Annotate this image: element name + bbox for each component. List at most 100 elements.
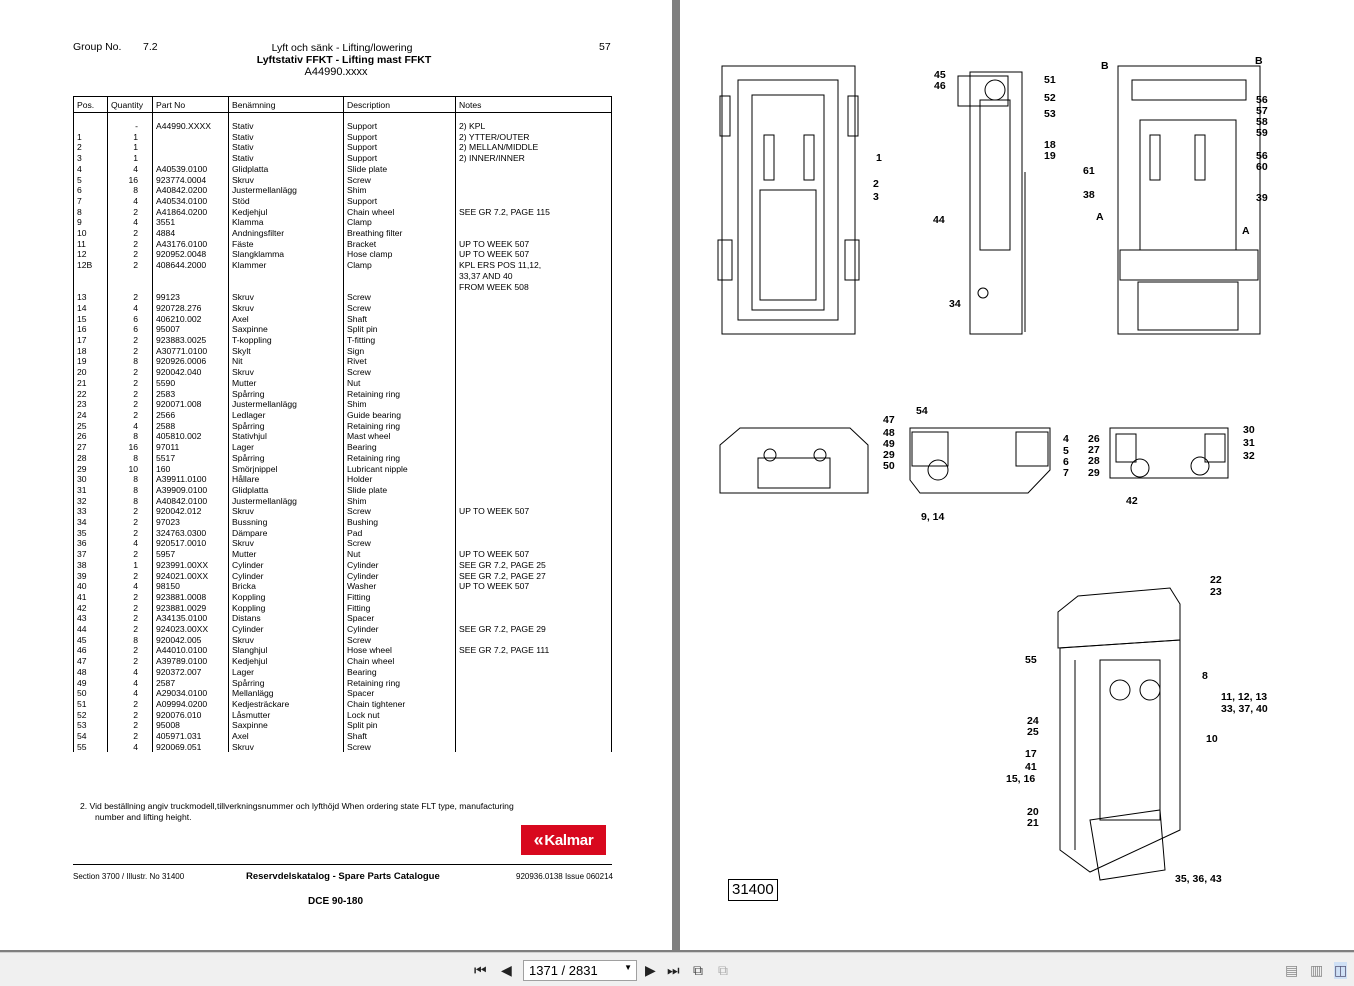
cell-pos: 11 — [73, 238, 108, 250]
cell-part-no: A41864.0200 — [152, 206, 229, 218]
title-line3: A44990.xxxx — [304, 66, 368, 78]
cell-description: Spacer — [343, 688, 456, 699]
last-page-button[interactable]: ⏭ — [667, 962, 680, 978]
cell-notes — [455, 517, 612, 528]
cell-quantity: 6 — [107, 324, 153, 336]
cell-description: Slide plate — [343, 163, 456, 175]
cell-benamning: Spårring — [228, 452, 344, 464]
cell-pos: 44 — [73, 624, 108, 635]
page-number: 57 — [599, 41, 611, 53]
cell-notes — [455, 356, 612, 368]
cell-description: Washer — [343, 581, 456, 592]
two-page-view-icon[interactable]: ◫ — [1334, 962, 1348, 979]
cell-pos: 12B — [73, 260, 108, 293]
cell-quantity: 2 — [107, 345, 153, 357]
cell-quantity: 4 — [107, 163, 153, 175]
single-page-view-icon[interactable]: ▤ — [1285, 962, 1299, 978]
cell-quantity: 2 — [107, 399, 153, 410]
cell-part-no: 5517 — [152, 452, 229, 464]
cell-benamning: Glidplatta — [228, 163, 344, 175]
previous-page-button[interactable]: ◀ — [501, 962, 512, 978]
cell-part-no: A39789.0100 — [152, 656, 229, 667]
callout-label: 28 — [1088, 455, 1100, 467]
cell-part-no: 920042.040 — [152, 367, 229, 378]
cell-pos: 20 — [73, 367, 108, 378]
cell-pos: 41 — [73, 591, 108, 603]
callout-label: 38 — [1083, 189, 1095, 201]
cell-notes: UP TO WEEK 507 — [455, 238, 612, 250]
cell-benamning: Kedjesträckare — [228, 698, 344, 710]
continuous-view-icon[interactable]: ▥ — [1310, 962, 1324, 978]
cell-part-no — [152, 153, 229, 164]
cell-pos: 9 — [73, 217, 108, 229]
cell-notes — [455, 345, 612, 357]
cell-part-no: 4884 — [152, 228, 229, 239]
cell-benamning: Ledlager — [228, 409, 344, 421]
callout-label: 59 — [1256, 127, 1268, 139]
cell-description: Split pin — [343, 324, 456, 336]
cell-part-no: 923881.0029 — [152, 602, 229, 614]
cell-quantity: 2 — [107, 517, 153, 528]
cell-benamning: Skruv — [228, 506, 344, 518]
cell-pos: 13 — [73, 292, 108, 303]
cell-pos: 12 — [73, 249, 108, 261]
cell-description: Retaining ring — [343, 388, 456, 400]
footer-model: DCE 90-180 — [308, 896, 364, 907]
logo-text: Kalmar — [544, 831, 594, 849]
cell-quantity: 2 — [107, 335, 153, 346]
callout-label: 51 — [1044, 74, 1056, 86]
cell-description: Support — [343, 131, 456, 143]
cell-pos: 53 — [73, 720, 108, 732]
cell-part-no: 920042.012 — [152, 506, 229, 518]
cell-quantity: 4 — [107, 217, 153, 229]
callout-label: 54 — [916, 405, 928, 417]
cell-benamning: Stativ — [228, 112, 344, 132]
cell-quantity: 1 — [107, 153, 153, 164]
cell-pos: 43 — [73, 613, 108, 625]
callout-label: 58 — [1256, 116, 1268, 128]
cell-description: Screw — [343, 302, 456, 314]
callout-label: 17 — [1025, 748, 1037, 760]
cell-notes — [455, 656, 612, 667]
cell-notes — [455, 442, 612, 453]
logo-chevron-icon: « — [533, 829, 544, 850]
cell-description: Breathing filter — [343, 228, 456, 239]
cell-part-no: A44010.0100 — [152, 645, 229, 657]
cell-pos: 50 — [73, 688, 108, 699]
callout-label: 42 — [1126, 495, 1138, 507]
chevron-down-icon: ▼ — [624, 963, 632, 972]
go-forward-view-icon[interactable]: ⧉ — [718, 962, 728, 978]
first-page-button[interactable]: ⏮ — [474, 962, 487, 978]
cell-part-no: 406210.002 — [152, 313, 229, 325]
callout-label: 18 — [1044, 139, 1056, 151]
next-page-button[interactable]: ▶ — [645, 962, 656, 978]
page-number-select[interactable]: 1371 / 2831▼ — [523, 960, 637, 981]
cell-benamning: Justermellanlägg — [228, 185, 344, 196]
cell-notes — [455, 163, 612, 175]
cell-part-no: 2587 — [152, 677, 229, 689]
cell-notes — [455, 538, 612, 550]
callout-label: 46 — [934, 80, 946, 92]
cell-notes: SEE GR 7.2, PAGE 27 — [455, 570, 612, 582]
cell-pos: 51 — [73, 698, 108, 710]
cell-description: Hose clamp — [343, 249, 456, 261]
footer-divider — [73, 864, 612, 865]
cell-notes — [455, 195, 612, 207]
callout-label: 55 — [1025, 654, 1037, 666]
go-back-view-icon[interactable]: ⧉ — [693, 962, 703, 978]
cell-description: Support — [343, 142, 456, 154]
cell-notes — [455, 731, 612, 742]
cell-pos: 1 — [73, 131, 108, 143]
